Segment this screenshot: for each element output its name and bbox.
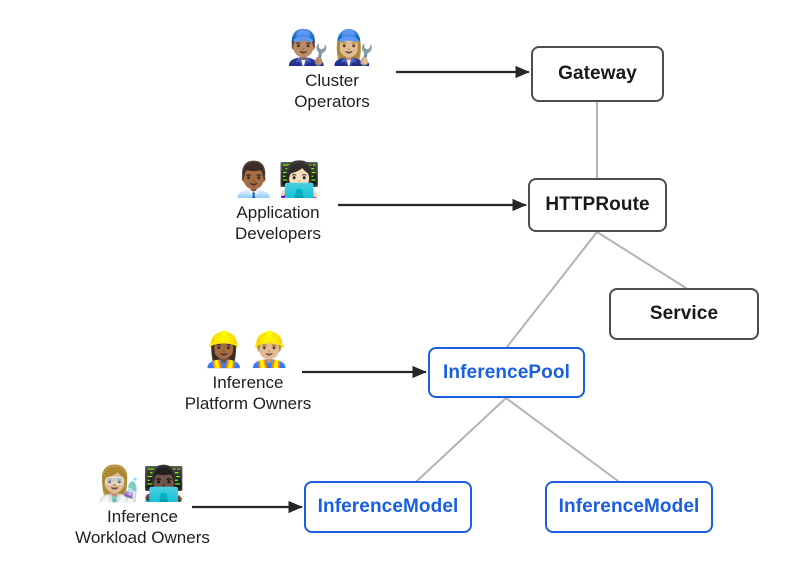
node-httproute[interactable]: HTTPRoute <box>528 178 667 232</box>
httproute-to-service <box>596 231 687 289</box>
node-inferencemodel1[interactable]: InferenceModel <box>304 481 472 533</box>
man-office-worker-icon+woman-technologist-icon: 👨🏾‍💼👩🏻‍💻 <box>232 161 324 199</box>
persona-label: Application Developers <box>235 203 321 243</box>
node-label: Gateway <box>558 63 637 84</box>
persona-label: Cluster Operators <box>294 71 370 111</box>
inferencepool-to-inferencemodel2 <box>505 397 619 482</box>
persona-label: Inference Platform Owners <box>184 373 312 413</box>
node-label: InferenceModel <box>317 496 459 517</box>
connector-lines <box>416 101 687 482</box>
node-label: Service <box>649 303 719 324</box>
persona-application-developers: 👨🏾‍💼👩🏻‍💻 Application Developers <box>213 160 343 244</box>
node-inferencepool[interactable]: InferencePool <box>428 347 585 398</box>
persona-label: Inference Workload Owners <box>75 507 210 547</box>
persona-inference-workload-owners: 👩🏼‍🔬👨🏿‍💻 Inference Workload Owners <box>55 464 230 548</box>
node-service[interactable]: Service <box>609 288 759 340</box>
node-gateway[interactable]: Gateway <box>531 46 664 102</box>
woman-construction-worker-icon+man-construction-worker-icon: 👷🏾‍♀️👷🏼‍♂️ <box>202 331 294 369</box>
httproute-to-inferencepool <box>506 231 598 348</box>
inferencepool-to-inferencemodel1 <box>416 397 507 482</box>
man-mechanic-icon+woman-mechanic-icon: 👨🏽‍🔧👩🏼‍🔧 <box>286 29 378 67</box>
node-inferencemodel2[interactable]: InferenceModel <box>545 481 713 533</box>
node-label: InferenceModel <box>558 496 700 517</box>
node-label: InferencePool <box>443 361 570 383</box>
woman-scientist-icon+man-technologist-icon: 👩🏼‍🔬👨🏿‍💻 <box>97 465 188 503</box>
node-label: HTTPRoute <box>545 194 650 215</box>
persona-arrows <box>192 65 530 514</box>
persona-cluster-operators: 👨🏽‍🔧👩🏼‍🔧 Cluster Operators <box>277 28 387 112</box>
persona-inference-platform-owners: 👷🏾‍♀️👷🏼‍♂️ Inference Platform Owners <box>168 330 328 414</box>
